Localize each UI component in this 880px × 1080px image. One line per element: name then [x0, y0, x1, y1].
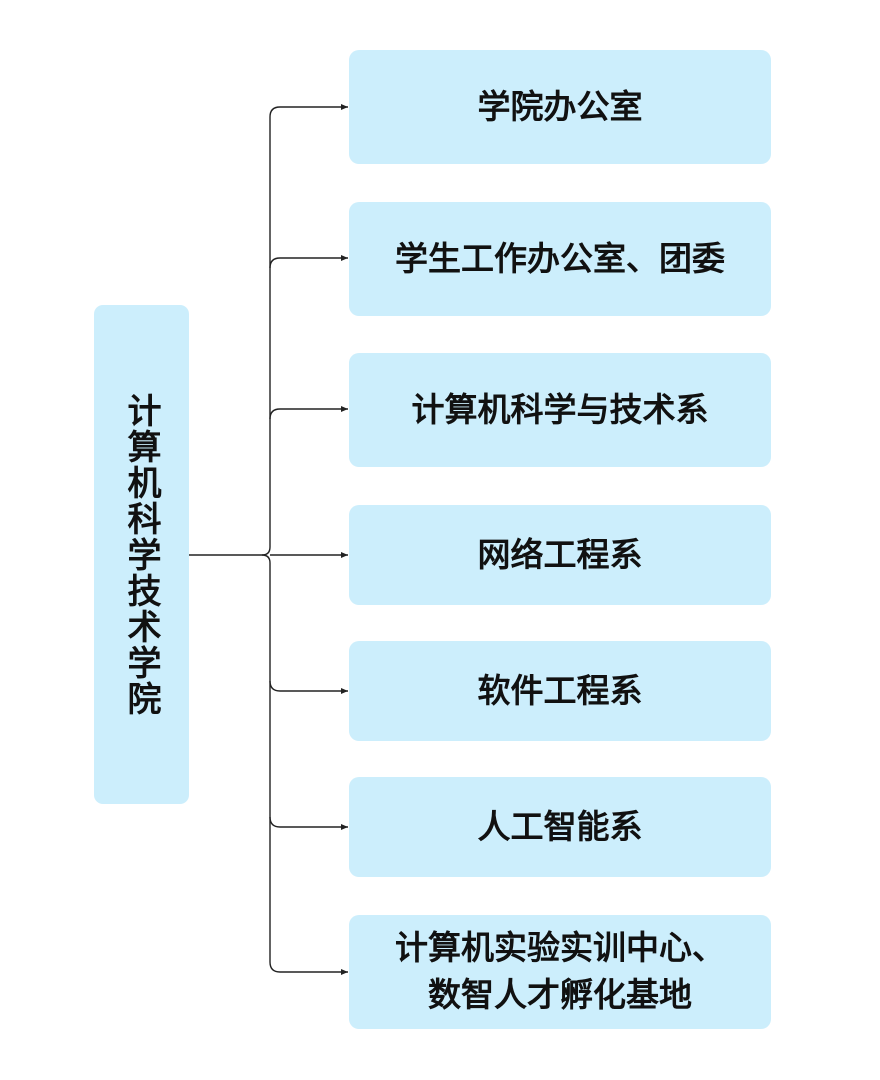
branch-arrow-3	[269, 406, 348, 420]
dept-node-software-engineering: 软件工程系	[349, 641, 771, 741]
branch-arrow-2	[269, 255, 348, 269]
dept-node-label: 软件工程系	[477, 670, 643, 710]
dept-node-student-affairs: 学生工作办公室、团委	[349, 202, 771, 316]
dept-node-label: 学生工作办公室、团委	[395, 238, 725, 278]
trunk-line-lower	[261, 554, 281, 973]
dept-node-network-engineering: 网络工程系	[349, 505, 771, 605]
dept-node-label: 计算机科学与技术系	[411, 389, 709, 429]
dept-node-label: 学院办公室	[477, 86, 643, 126]
dept-node-label: 网络工程系	[477, 534, 643, 574]
dept-node-label: 计算机实验实训中心、 数智人才孵化基地	[395, 928, 725, 1014]
dept-node-label: 人工智能系	[477, 806, 643, 846]
trunk-line	[261, 106, 281, 556]
dept-node-artificial-intelligence: 人工智能系	[349, 777, 771, 877]
dept-node-lab-center: 计算机实验实训中心、 数智人才孵化基地	[349, 915, 771, 1029]
dept-node-cs-department: 计算机科学与技术系	[349, 353, 771, 467]
root-node-label: 计算机科学技术学院	[121, 392, 161, 717]
branch-arrow-5	[269, 680, 348, 694]
root-node: 计算机科学技术学院	[94, 305, 189, 804]
branch-arrow-6	[269, 816, 348, 830]
dept-node-college-office: 学院办公室	[349, 50, 771, 164]
